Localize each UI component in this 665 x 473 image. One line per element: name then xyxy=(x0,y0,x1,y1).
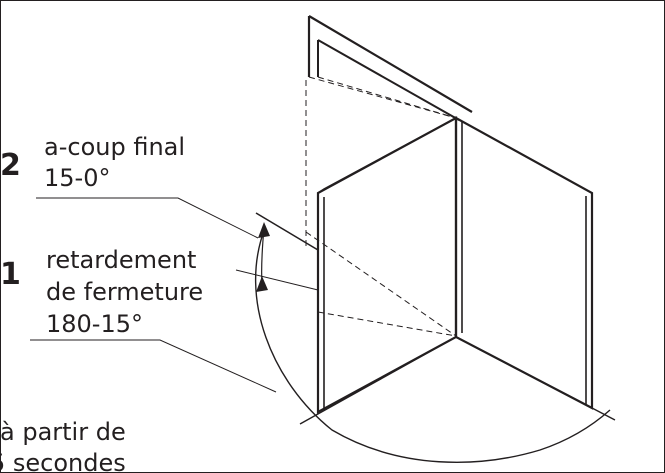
timing-line-2: 5 secondes xyxy=(0,449,126,473)
door-frame-inner xyxy=(317,39,460,121)
floor-line-back xyxy=(455,336,616,421)
floor-line-front xyxy=(299,336,457,425)
timing-line-1: à partir de xyxy=(0,418,126,446)
door-leaf-open xyxy=(316,116,458,414)
door-leaf-closed-edge xyxy=(461,122,587,404)
closing-sweep-arc xyxy=(254,227,611,463)
arrow-head-lower xyxy=(256,276,268,292)
leader-closing-step xyxy=(235,269,319,291)
leader-closing-range xyxy=(30,339,277,393)
final-step-title: a-coup final xyxy=(44,133,185,161)
leader-final-step xyxy=(36,197,259,239)
arrow-head-upper xyxy=(258,222,270,238)
closing-step-subtitle: de fermeture xyxy=(46,278,203,306)
door-frame-outer xyxy=(307,15,473,113)
final-step-range: 15-0° xyxy=(44,164,110,192)
door-leaf-closed xyxy=(454,116,594,410)
door-leaf-open-edge xyxy=(317,117,457,410)
closing-step-range: 180-15° xyxy=(46,310,143,338)
closing-step-number: 1 xyxy=(0,257,21,292)
final-step-number: 2 xyxy=(0,148,21,183)
open-reference-line xyxy=(255,212,319,251)
projection-dashed-lines xyxy=(305,76,457,337)
closing-step-title: retardement xyxy=(46,246,196,274)
